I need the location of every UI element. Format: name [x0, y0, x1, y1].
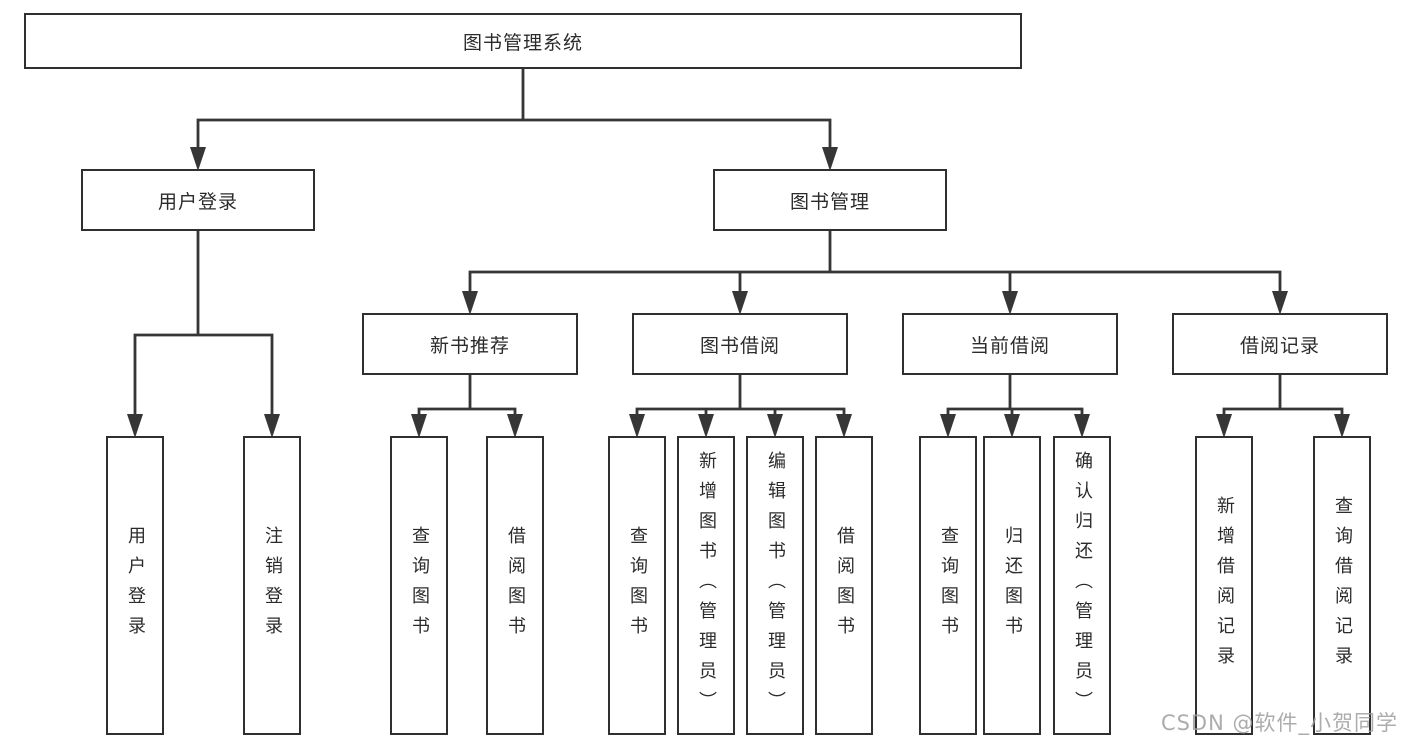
connector-book-management-branch [462, 229, 1288, 315]
arrowhead [629, 414, 645, 438]
node-label: 查询图书 [627, 525, 648, 646]
arrowhead [1004, 414, 1020, 438]
arrowhead [1002, 291, 1018, 315]
node-label: 查询借阅记录 [1332, 495, 1353, 676]
node-label: 查询图书 [938, 525, 959, 646]
connector-new-book-branch [411, 373, 523, 438]
leaf-query-books-current: 查询图书 [919, 436, 977, 735]
leaf-query-books-borrow: 查询图书 [608, 436, 666, 735]
node-new-book-recommend: 新书推荐 [362, 313, 578, 375]
node-label: 图书管理 [789, 190, 870, 213]
connector-root-to-level2 [190, 67, 838, 171]
leaf-borrow-books: 借阅图书 [815, 436, 873, 735]
leaf-borrow-books-recommend: 借阅图书 [486, 436, 544, 735]
csdn-watermark: CSDN @软件_小贺同学 [1160, 711, 1398, 735]
arrowhead [1334, 414, 1350, 438]
arrowhead [940, 414, 956, 438]
connector-line [133, 229, 274, 418]
leaf-user-login: 用户登录 [106, 436, 164, 735]
node-label: 确认归还（管理员） [1072, 450, 1093, 721]
node-label: 借阅图书 [505, 525, 526, 646]
node-label: 新书推荐 [429, 334, 510, 357]
arrowhead [1216, 414, 1232, 438]
arrowhead [732, 291, 748, 315]
node-label: 借阅记录 [1239, 334, 1320, 357]
node-borrow-records: 借阅记录 [1172, 313, 1388, 375]
arrowhead [507, 414, 523, 438]
leaf-add-books-admin: 新增图书（管理员） [677, 436, 735, 735]
leaf-logout-login: 注销登录 [243, 436, 301, 735]
connector-line [1222, 373, 1344, 418]
arrowhead [822, 147, 838, 171]
node-label: 图书借阅 [699, 334, 780, 357]
leaf-edit-books-admin: 编辑图书（管理员） [746, 436, 804, 735]
arrowhead [1272, 291, 1288, 315]
node-label: 当前借阅 [969, 334, 1050, 357]
arrowhead [411, 414, 427, 438]
connector-borrow-records-branch [1216, 373, 1350, 438]
leaf-confirm-return-admin: 确认归还（管理员） [1053, 436, 1111, 735]
arrowhead [836, 414, 852, 438]
node-label: 新增图书（管理员） [696, 450, 717, 721]
node-label: 图书管理系统 [462, 31, 583, 54]
arrowhead [462, 291, 478, 315]
node-label: 借阅图书 [834, 525, 855, 646]
arrowhead [264, 414, 280, 438]
node-label: 新增借阅记录 [1214, 495, 1235, 676]
arrowhead [1074, 414, 1090, 438]
connector-current-borrow-branch [940, 373, 1090, 438]
connector-line [196, 67, 832, 151]
connector-line [946, 373, 1084, 418]
node-label: 用户登录 [157, 190, 238, 213]
node-book-management: 图书管理 [713, 169, 947, 231]
connector-book-borrow-branch [629, 373, 852, 438]
connector-line [468, 229, 1282, 295]
connector-user-login-branch [127, 229, 280, 438]
node-label: 注销登录 [262, 525, 283, 646]
arrowhead [698, 414, 714, 438]
arrowhead [190, 147, 206, 171]
node-user-login: 用户登录 [81, 169, 315, 231]
leaf-return-books: 归还图书 [983, 436, 1041, 735]
node-label: 编辑图书（管理员） [765, 450, 786, 721]
node-label: 用户登录 [125, 525, 146, 646]
leaf-add-borrow-record: 新增借阅记录 [1195, 436, 1253, 735]
leaf-query-books-recommend: 查询图书 [390, 436, 448, 735]
leaf-query-borrow-record: 查询借阅记录 [1313, 436, 1371, 735]
node-library-system: 图书管理系统 [24, 13, 1022, 69]
connector-line [635, 373, 846, 418]
node-label: 归还图书 [1002, 525, 1023, 646]
node-current-borrow: 当前借阅 [902, 313, 1118, 375]
node-book-borrow: 图书借阅 [632, 313, 848, 375]
node-label: 查询图书 [409, 525, 430, 646]
arrowhead [767, 414, 783, 438]
connector-line [417, 373, 517, 418]
arrowhead [127, 414, 143, 438]
